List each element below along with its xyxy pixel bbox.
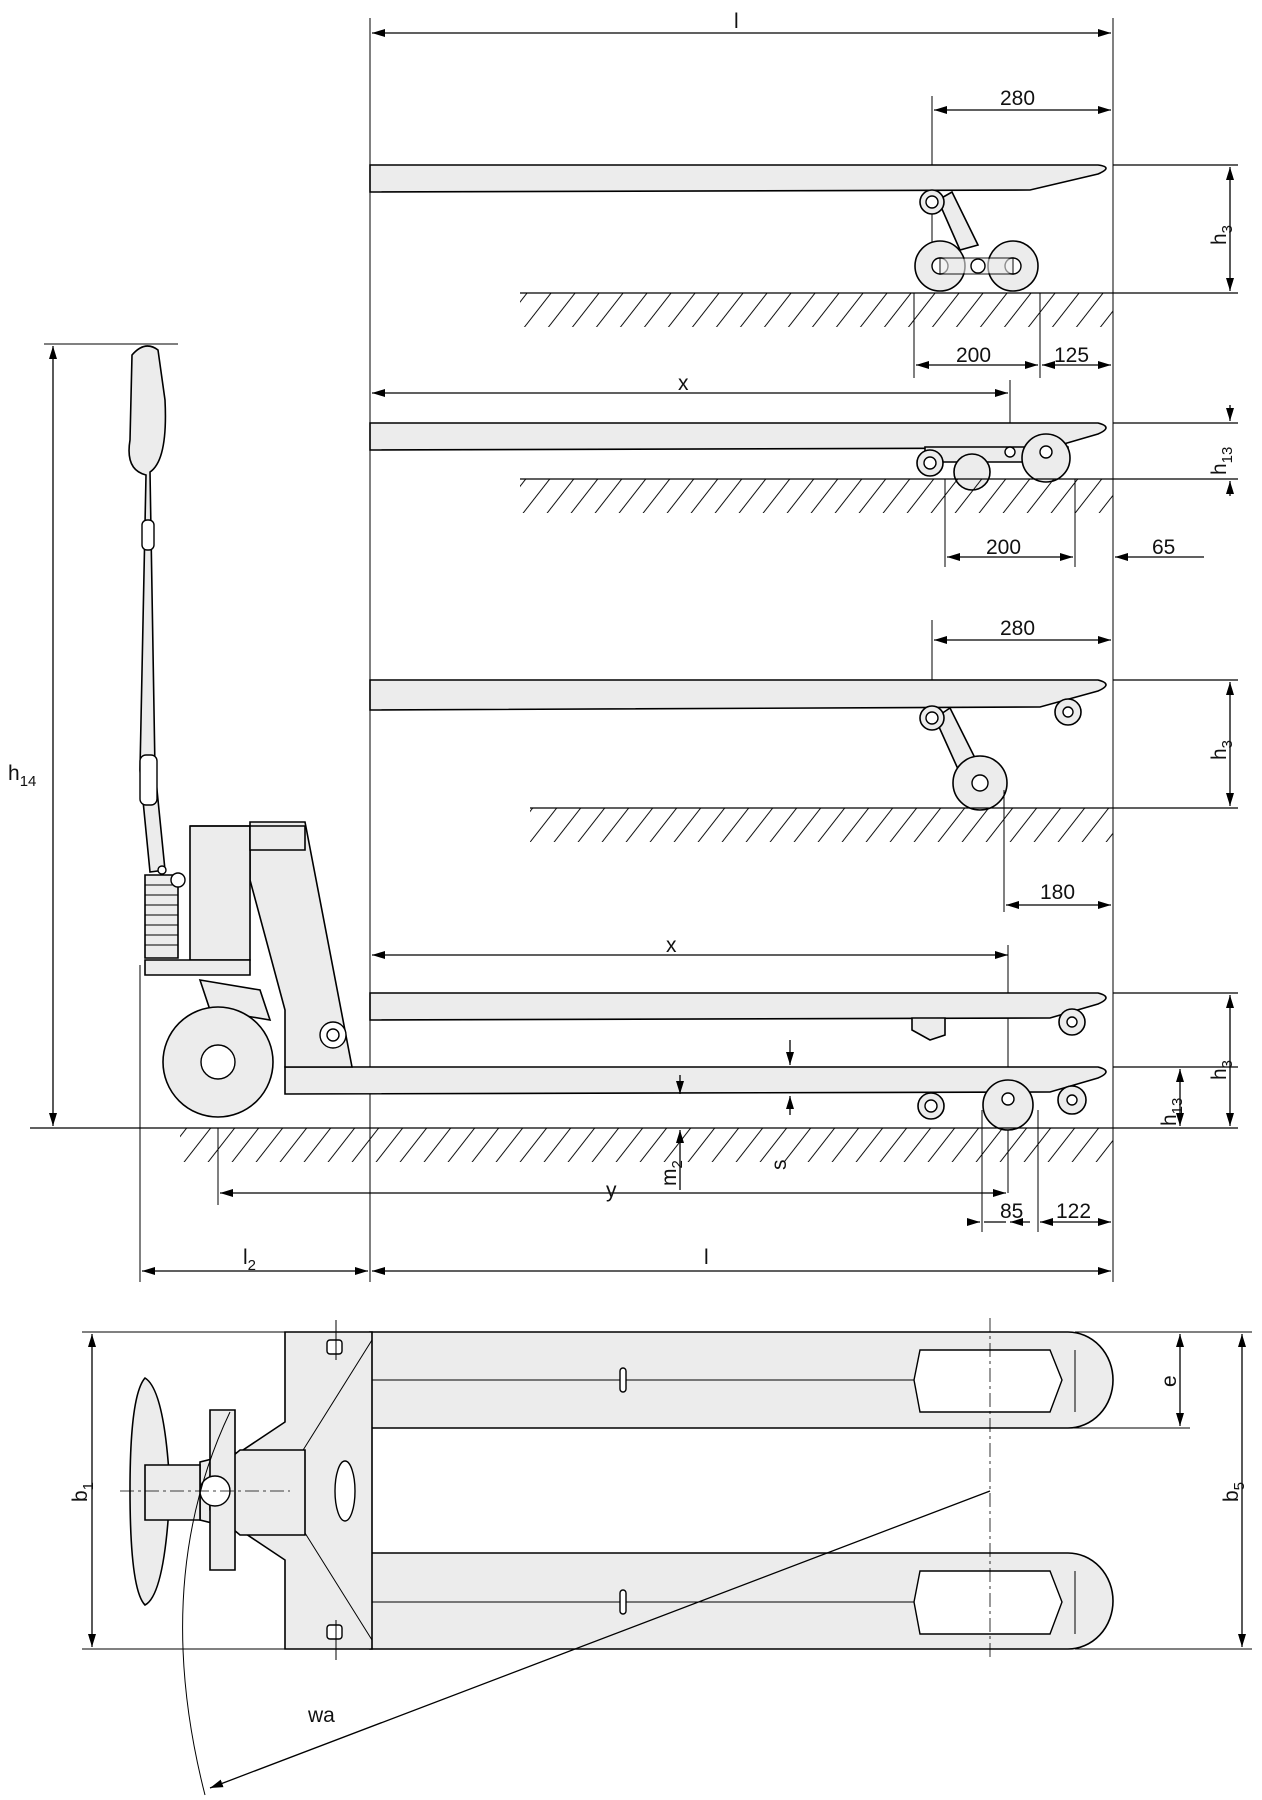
dim-y: y [606, 1179, 617, 1202]
dim-m2-main: m [658, 1169, 681, 1187]
dim-b1-sub: 1 [80, 1482, 97, 1490]
fork-3 [369, 679, 1107, 711]
dim-280-b: 280 [1000, 617, 1035, 640]
svg-text:h3: h3 [1208, 225, 1236, 245]
dim-200-b: 200 [986, 536, 1021, 559]
view-4-side-view: x [8, 343, 1238, 1275]
svg-text:b5: b5 [1220, 1482, 1248, 1502]
dim-x-b: x [666, 934, 677, 957]
fork-2 [369, 422, 1107, 451]
fork-raised [369, 992, 1107, 1021]
dim-h3-b-main: h [1208, 748, 1231, 760]
dim-l-top: l [372, 10, 1111, 37]
dim-h3-c-sub: 3 [1219, 1060, 1236, 1068]
hydraulic-pump [189, 825, 251, 961]
dim-h3-a-main: h [1208, 233, 1231, 245]
svg-text:b1: b1 [69, 1482, 97, 1502]
fork-lowered [284, 1066, 1107, 1095]
svg-text:h13: h13 [1158, 1098, 1186, 1126]
dim-h13-b-sub: 13 [1169, 1098, 1186, 1115]
top-view: b1 b5 e wa [69, 1318, 1252, 1796]
dim-h14-main: h [8, 762, 20, 785]
dim-280-a: 280 [1000, 87, 1035, 110]
dim-h13-b-main: h [1158, 1114, 1181, 1126]
view-1-tandem-rollers: 280 h3 200 125 [369, 87, 1238, 378]
svg-text:h3: h3 [1208, 1060, 1236, 1080]
dim-l2-main: l [243, 1246, 248, 1269]
svg-text:h14: h14 [8, 762, 36, 790]
dim-200-a: 200 [956, 344, 991, 367]
dim-65: 65 [1152, 536, 1175, 559]
dim-122: 122 [1056, 1200, 1091, 1223]
dim-125: 125 [1054, 344, 1089, 367]
dim-wa: wa [307, 1704, 335, 1727]
dim-h3-a-sub: 3 [1219, 225, 1236, 233]
dim-h13-a-main: h [1208, 463, 1231, 475]
dim-l-top-label: l [734, 10, 739, 33]
dim-m2-sub: 2 [669, 1160, 686, 1168]
dim-s: s [768, 1160, 791, 1171]
tiller-handle [128, 345, 167, 873]
view-3-single-roller: 280 h3 180 [369, 617, 1238, 912]
dim-b5-sub: 5 [1231, 1482, 1248, 1490]
fork-1 [369, 164, 1107, 193]
svg-text:l2: l2 [243, 1246, 256, 1274]
dim-85: 85 [1000, 1200, 1023, 1223]
svg-text:h3: h3 [1208, 740, 1236, 760]
dim-e: e [1158, 1375, 1181, 1387]
view-2-low-profile: x h13 200 65 [369, 372, 1238, 567]
dim-x-a: x [678, 372, 689, 395]
dim-h13-a-sub: 13 [1219, 447, 1236, 464]
dim-b1-main: b [69, 1490, 92, 1502]
dim-180: 180 [1040, 881, 1075, 904]
dim-h14-sub: 14 [20, 773, 37, 790]
dim-b5-main: b [1220, 1490, 1243, 1502]
svg-text:m2: m2 [658, 1160, 686, 1186]
svg-text:h13: h13 [1208, 447, 1236, 475]
dim-l-bottom: l [704, 1246, 709, 1269]
dim-h3-c-main: h [1208, 1068, 1231, 1080]
dim-h3-b-sub: 3 [1219, 740, 1236, 748]
dim-l2-sub: 2 [248, 1257, 256, 1274]
